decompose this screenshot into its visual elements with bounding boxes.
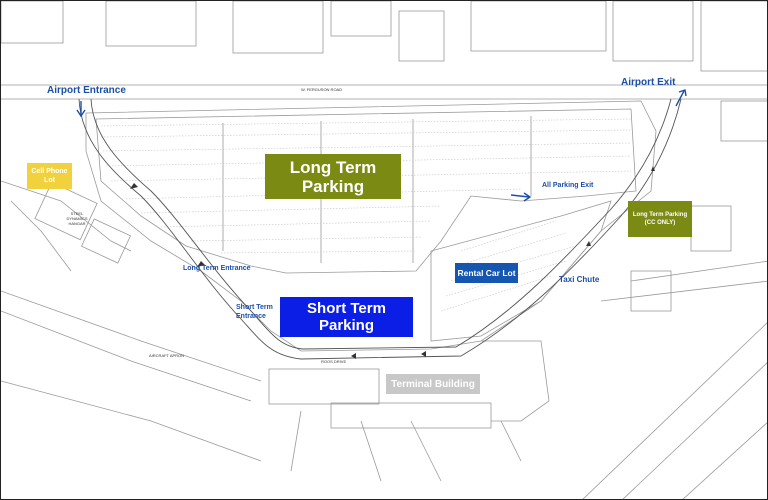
long-term-cc-only-box: Long Term Parking (CC ONLY) xyxy=(628,201,692,237)
roos-drive-label: ROOS DRIVE xyxy=(321,359,347,364)
taxi-chute-label: Taxi Chute xyxy=(559,275,600,284)
long-term-entrance-label: Long Term Entrance xyxy=(183,265,251,272)
cell-phone-lot-box: Cell Phone Lot xyxy=(27,163,72,189)
entrance-arrow-icon xyxy=(76,101,86,118)
cell-phone-lot-label: Cell Phone Lot xyxy=(31,168,68,184)
aircraft-apron-label: AIRCRAFT APRON xyxy=(149,353,185,358)
long-term-cc-only-label: Long Term Parking (CC ONLY) xyxy=(632,212,688,226)
long-term-parking-label: Long Term Parking xyxy=(289,157,377,196)
w-ferguson-road-label: W. FERGUSON ROAD xyxy=(301,87,343,92)
rental-car-lot-label: Rental Car Lot xyxy=(457,268,516,278)
terminal-building-box: Terminal Building xyxy=(386,374,480,394)
all-parking-exit-label: All Parking Exit xyxy=(542,182,594,189)
airport-exit-label: Airport Exit xyxy=(621,77,676,88)
airport-entrance-label: Airport Entrance xyxy=(47,85,126,96)
long-term-parking-box: Long Term Parking xyxy=(265,154,401,199)
hangar-label: STEEL DYNAMICS HANGAR xyxy=(66,211,88,226)
short-term-parking-label: Short Term Parking xyxy=(307,300,386,334)
parking-exit-arrow-icon xyxy=(510,192,532,202)
exit-arrow-icon xyxy=(675,89,687,107)
short-term-parking-box: Short Term Parking xyxy=(280,297,413,337)
short-term-entrance-label: Short Term Entrance xyxy=(236,304,273,320)
rental-car-lot-box: Rental Car Lot xyxy=(455,263,518,283)
terminal-building-label: Terminal Building xyxy=(391,378,475,390)
